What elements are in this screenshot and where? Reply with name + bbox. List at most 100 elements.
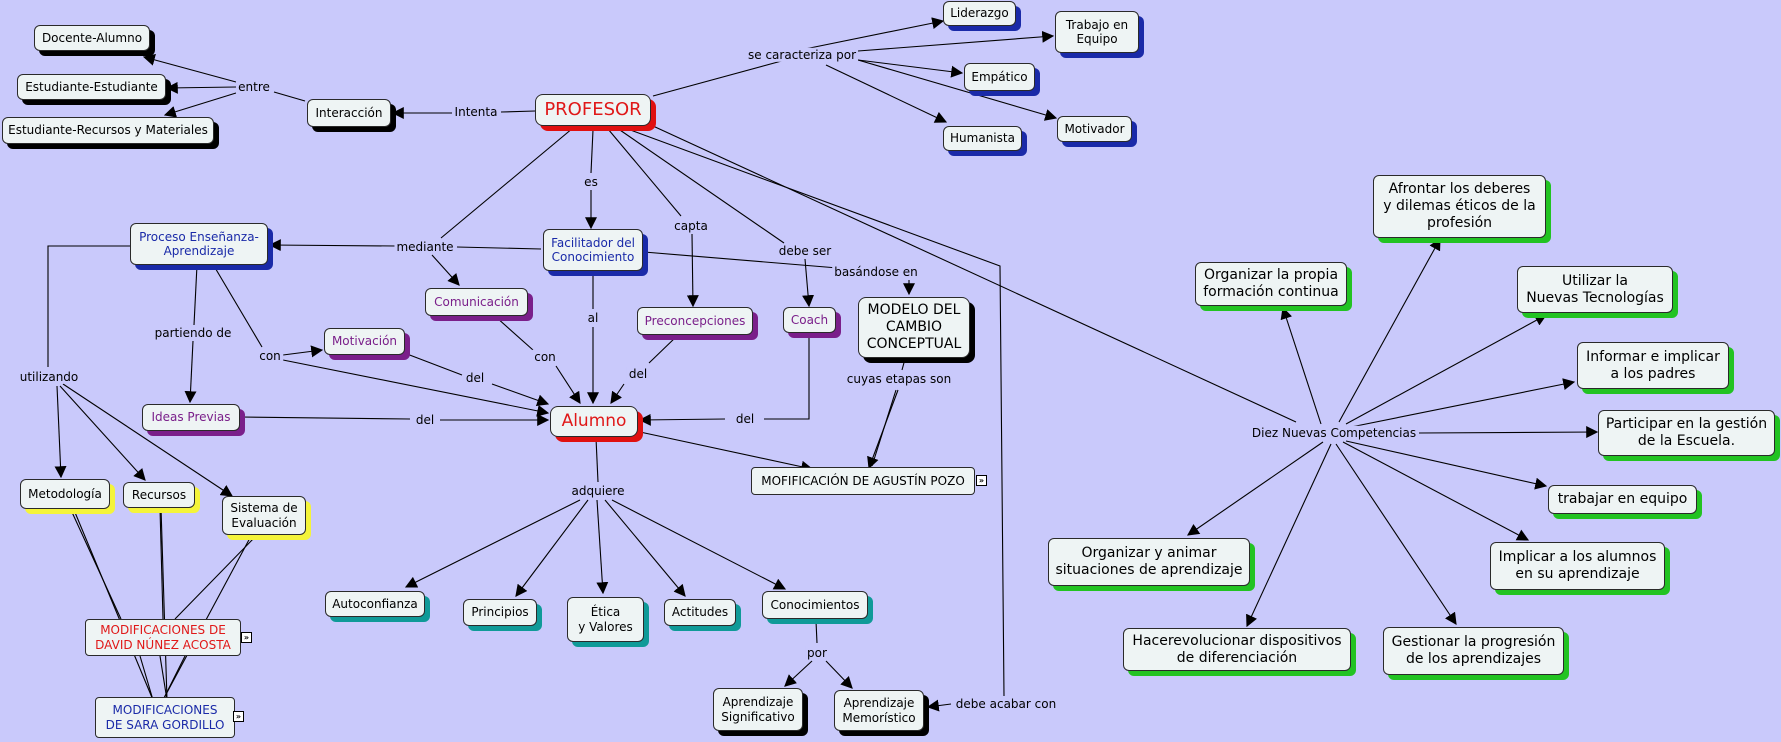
- concept-aprendizaje-memoristico[interactable]: Aprendizaje Memorístico: [834, 690, 924, 731]
- link-line: [607, 128, 682, 217]
- concept-actitudes[interactable]: Actitudes: [664, 599, 736, 626]
- link-line: [1345, 314, 1548, 425]
- competency-trabajar-equipo[interactable]: trabajar en equipo: [1548, 485, 1697, 514]
- link-line: [193, 264, 198, 326]
- link-line: [162, 535, 252, 701]
- concept-etica-valores[interactable]: Ética y Valores: [567, 597, 644, 642]
- link-line: [643, 251, 863, 271]
- concept-autoconfianza[interactable]: Autoconfianza: [325, 591, 425, 617]
- link-line: [282, 345, 324, 358]
- link-line: [1280, 306, 1322, 425]
- link-line: [857, 30, 1055, 52]
- concept-sistema-evaluacion[interactable]: Sistema de Evaluación: [222, 496, 306, 535]
- link-line: [1418, 426, 1599, 439]
- link-label-debe-ser: debe ser: [776, 243, 834, 259]
- concept-ideas-previas[interactable]: Ideas Previas: [142, 404, 240, 431]
- concept-estudiante-recursos[interactable]: Estudiante-Recursos y Materiales: [2, 117, 214, 144]
- linked-resource-icon[interactable]: »: [976, 475, 987, 486]
- link-label-con: con: [532, 349, 558, 365]
- concept-empatico[interactable]: Empático: [964, 63, 1035, 91]
- link-line: [440, 127, 574, 239]
- link-line: [268, 239, 397, 252]
- resource-modificaciones-david[interactable]: MODIFICACIONES DE DAVID NÚNEZ ACOSTA: [85, 619, 241, 656]
- concept-motivador[interactable]: Motivador: [1057, 116, 1132, 142]
- link-line: [174, 535, 257, 620]
- link-line: [431, 254, 460, 286]
- concept-facilitador[interactable]: Facilitador del Conocimiento: [543, 229, 643, 271]
- link-label-del: del: [626, 366, 650, 382]
- link-line: [857, 59, 1058, 121]
- link-label-utilizando: utilizando: [17, 369, 81, 385]
- concept-conocimientos[interactable]: Conocimientos: [762, 591, 868, 619]
- resource-modificaciones-sara[interactable]: MODIFICACIONES DE SARA GORDILLO: [95, 697, 235, 738]
- concept-liderazgo[interactable]: Liderazgo: [943, 1, 1016, 26]
- concept-modelo-cambio-conceptual[interactable]: MODELO DEL CAMBIO CONCEPTUAL: [858, 297, 970, 358]
- competency-nuevas-tecnologias[interactable]: Utilizar la Nuevas Tecnologías: [1517, 266, 1673, 313]
- link-line: [495, 316, 534, 351]
- competency-organizar-situaciones[interactable]: Organizar y animar situaciones de aprend…: [1048, 538, 1250, 586]
- link-label-adquiere: adquiere: [569, 483, 627, 499]
- concept-motivacion[interactable]: Motivación: [324, 328, 405, 355]
- link-line: [686, 233, 699, 308]
- concept-docente-alumno[interactable]: Docente-Alumno: [34, 25, 150, 51]
- concept-preconcepciones[interactable]: Preconcepciones: [637, 307, 753, 335]
- link-line: [652, 55, 801, 97]
- link-label-debe-acabar-con: debe acabar con: [953, 696, 1059, 712]
- link-label-mediante: mediante: [394, 239, 456, 255]
- competency-dispositivos-diferenciacion[interactable]: Hacerevolucionar dispositivos de diferen…: [1123, 628, 1351, 671]
- link-line: [213, 265, 263, 348]
- competency-implicar-alumnos[interactable]: Implicar a los alumnos en su aprendizaje: [1490, 542, 1665, 590]
- concept-alumno[interactable]: Alumno: [550, 406, 638, 437]
- link-line: [406, 353, 463, 376]
- link-line: [624, 127, 1005, 697]
- concept-comunicacion[interactable]: Comunicación: [425, 288, 528, 316]
- link-line: [47, 245, 130, 367]
- resource-modificacion-agustin[interactable]: MOFIFICACIÓN DE AGUSTÍN POZO: [751, 467, 975, 495]
- linked-resource-icon[interactable]: »: [233, 711, 244, 722]
- link-line: [1246, 443, 1332, 628]
- link-label-del: del: [463, 370, 487, 386]
- concept-metodologia[interactable]: Metodología: [20, 479, 110, 509]
- competency-progresion-aprendizajes[interactable]: Gestionar la progresión de los aprendiza…: [1383, 627, 1564, 675]
- link-line: [638, 413, 726, 426]
- concept-profesor[interactable]: PROFESOR: [535, 94, 651, 126]
- link-line: [1345, 440, 1548, 490]
- competency-informar-padres[interactable]: Informar e implicar a los padres: [1577, 342, 1729, 389]
- link-line: [162, 655, 186, 701]
- link-line: [62, 383, 234, 497]
- link-line: [825, 660, 853, 689]
- concept-recursos[interactable]: Recursos: [123, 482, 195, 508]
- link-line: [590, 129, 594, 174]
- concept-estudiante-estudiante[interactable]: Estudiante-Estudiante: [17, 74, 166, 100]
- link-line: [595, 437, 599, 483]
- competency-gestion-escuela[interactable]: Participar en la gestión de la Escuela.: [1598, 410, 1775, 456]
- link-line: [160, 507, 168, 701]
- link-line: [142, 54, 237, 83]
- link-line: [611, 499, 787, 590]
- link-line: [515, 499, 589, 597]
- link-line: [1187, 441, 1324, 536]
- link-line: [139, 655, 154, 701]
- link-line: [825, 64, 948, 123]
- concept-principios[interactable]: Principios: [463, 599, 537, 626]
- link-line: [273, 91, 306, 102]
- concept-interaccion[interactable]: Interacción: [307, 99, 391, 127]
- concept-trabajo-en-equipo[interactable]: Trabajo en Equipo: [1055, 11, 1139, 53]
- link-label-basandose-en: basándose en: [832, 264, 920, 280]
- link-line: [815, 620, 818, 644]
- competency-deberes-eticos[interactable]: Afrontar los deberes y dilemas éticos de…: [1373, 175, 1546, 238]
- link-line: [799, 17, 945, 51]
- link-line: [604, 499, 686, 597]
- concept-aprendizaje-significativo[interactable]: Aprendizaje Significativo: [713, 688, 803, 731]
- competency-formacion-continua[interactable]: Organizar la propia formación continua: [1195, 262, 1347, 306]
- link-line: [163, 92, 237, 118]
- link-label-intenta: Intenta: [452, 104, 500, 120]
- concept-humanista[interactable]: Humanista: [943, 126, 1022, 151]
- link-line: [59, 385, 146, 481]
- linked-resource-icon[interactable]: »: [241, 632, 252, 643]
- concept-coach[interactable]: Coach: [783, 307, 836, 333]
- link-label-partiendo-de: partiendo de: [152, 325, 234, 341]
- link-line: [901, 358, 906, 371]
- concept-proceso-ensenanza-aprendizaje[interactable]: Proceso Enseñanza- Aprendizaje: [130, 223, 268, 265]
